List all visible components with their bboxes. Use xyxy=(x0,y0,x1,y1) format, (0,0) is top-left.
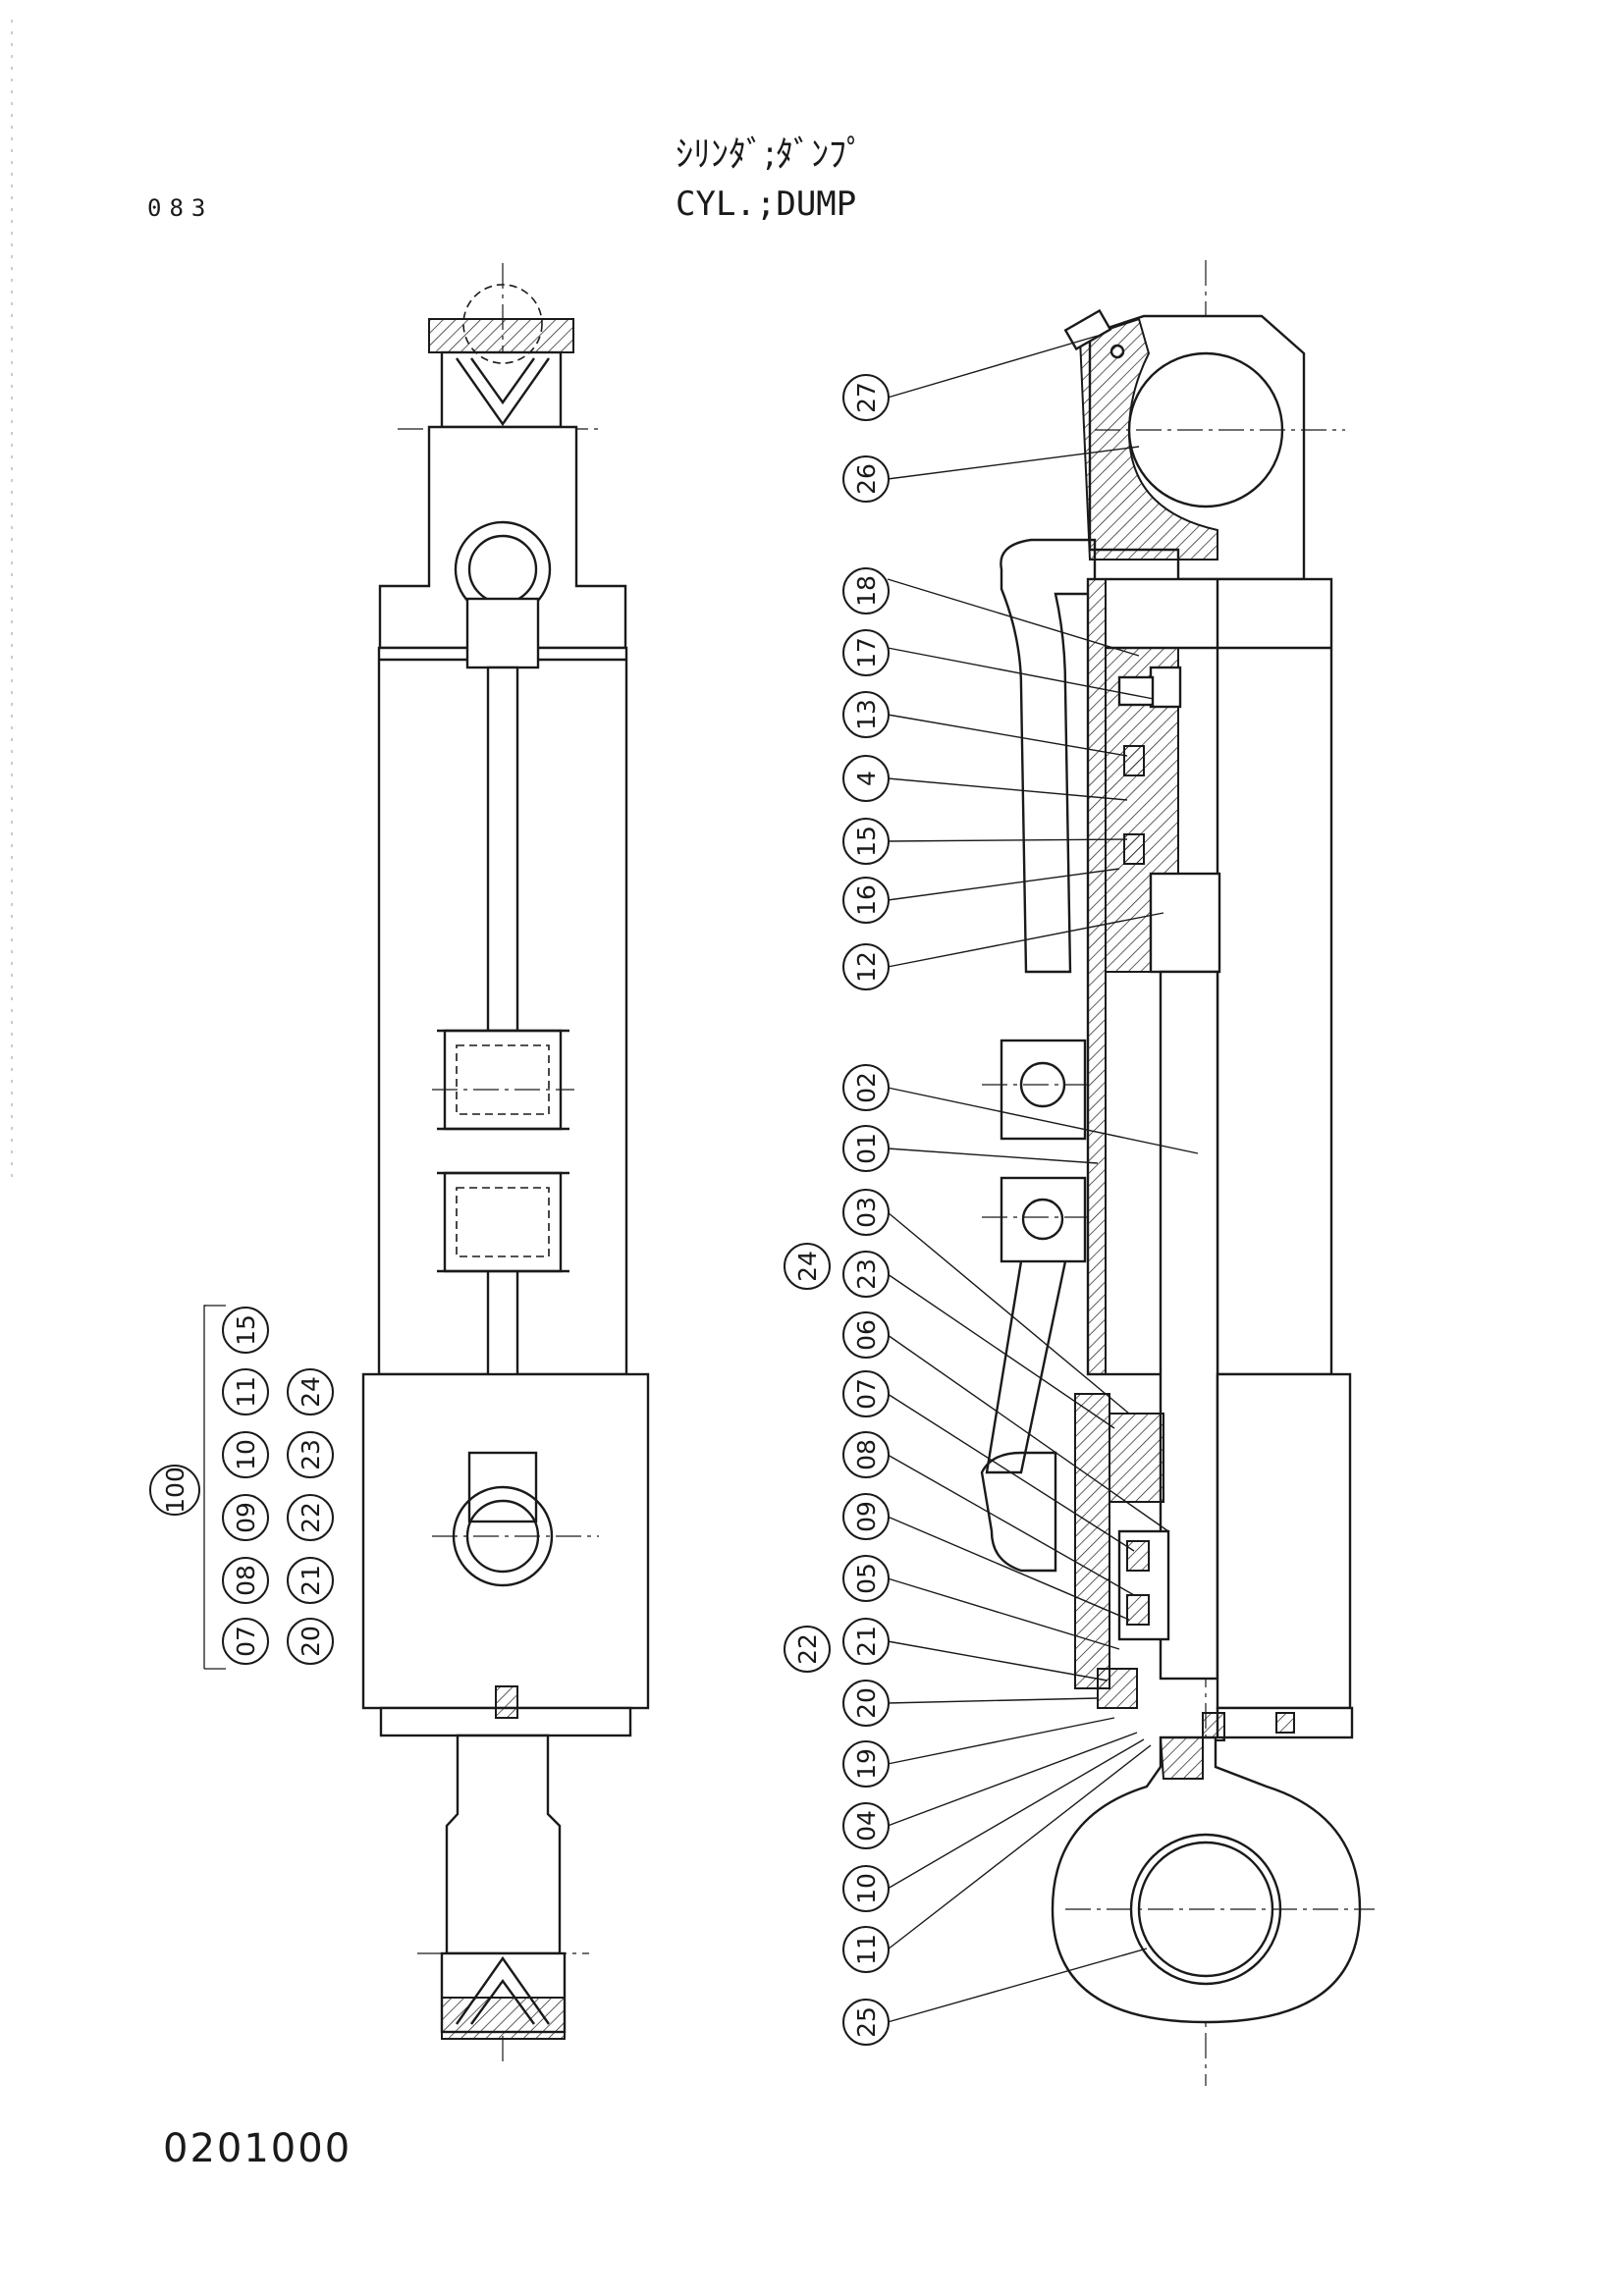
callout-bubble: 09 xyxy=(842,1493,890,1540)
callout-bubble: 02 xyxy=(842,1064,890,1111)
group-item-label: 09 xyxy=(232,1502,260,1533)
page-code: 083 xyxy=(147,194,214,222)
callout-label: 05 xyxy=(852,1563,881,1594)
right-section-view xyxy=(980,260,1375,2086)
callout-bubble: 11 xyxy=(842,1926,890,1973)
callout-label: 22 xyxy=(793,1633,822,1665)
callout-label: 19 xyxy=(852,1748,881,1780)
callout-label: 21 xyxy=(852,1626,881,1657)
callout-label: 20 xyxy=(852,1687,881,1719)
callout-label: 18 xyxy=(852,575,881,607)
callout-bubble: 12 xyxy=(842,943,890,990)
callout-bubble: 23 xyxy=(842,1251,890,1298)
group-item-label: 20 xyxy=(297,1626,325,1657)
group-number: 100 xyxy=(161,1467,189,1514)
group-item-bubble: 11 xyxy=(222,1368,269,1415)
callout-label: 01 xyxy=(852,1133,881,1164)
group-item-bubble: 22 xyxy=(287,1494,334,1541)
callout-label: 4 xyxy=(852,771,881,786)
callout-bubble: 24 xyxy=(784,1243,831,1290)
group-item-bubble: 20 xyxy=(287,1618,334,1665)
group-item-bubble: 10 xyxy=(222,1431,269,1478)
callout-bubble: 25 xyxy=(842,1999,890,2046)
callout-label: 12 xyxy=(852,951,881,983)
assembly-group-100: 100 07 08 09 10 11 15 20 21 22 23 24 xyxy=(149,1305,334,1670)
callout-label: 08 xyxy=(852,1439,881,1470)
group-item-label: 08 xyxy=(232,1565,260,1596)
callout-bubble: 26 xyxy=(842,455,890,503)
callout-bubble: 16 xyxy=(842,877,890,924)
group-item-label: 07 xyxy=(232,1626,260,1657)
group-item-label: 11 xyxy=(232,1376,260,1408)
callout-bubble: 13 xyxy=(842,691,890,738)
drawing-number: 0201000 xyxy=(163,2126,352,2171)
callout-bubble: 20 xyxy=(842,1680,890,1727)
callout-bubble: 10 xyxy=(842,1865,890,1912)
callout-bubble: 05 xyxy=(842,1555,890,1602)
callout-label: 23 xyxy=(852,1258,881,1290)
callout-bubble: 18 xyxy=(842,567,890,614)
callout-label: 02 xyxy=(852,1072,881,1103)
callout-bubble: 04 xyxy=(842,1802,890,1849)
group-number-bubble: 100 xyxy=(149,1465,200,1516)
callout-label: 11 xyxy=(852,1934,881,1965)
callout-bubble: 08 xyxy=(842,1431,890,1478)
callout-bubble: 22 xyxy=(784,1626,831,1673)
group-item-label: 24 xyxy=(297,1376,325,1408)
group-item-bubble: 15 xyxy=(222,1307,269,1354)
group-item-bubble: 08 xyxy=(222,1557,269,1604)
callout-label: 06 xyxy=(852,1319,881,1351)
callout-bubble: 17 xyxy=(842,629,890,676)
title-english: CYL.;DUMP xyxy=(676,185,857,224)
callout-label: 07 xyxy=(852,1378,881,1410)
callout-label: 25 xyxy=(852,2006,881,2038)
leader-lines xyxy=(887,335,1199,2023)
callout-bubble: 03 xyxy=(842,1189,890,1236)
callout-bubble: 27 xyxy=(842,374,890,421)
group-item-label: 15 xyxy=(232,1314,260,1346)
group-item-label: 21 xyxy=(297,1565,325,1596)
callout-bubble: 21 xyxy=(842,1618,890,1665)
group-item-bubble: 09 xyxy=(222,1494,269,1541)
left-external-view xyxy=(361,263,650,2061)
group-item-bubble: 24 xyxy=(287,1368,334,1415)
part-callouts: 27 26 18 17 13 4 15 16 12 02 01 03 23 24… xyxy=(784,374,890,2046)
callout-label: 26 xyxy=(852,463,881,495)
callout-label: 10 xyxy=(852,1873,881,1904)
group-item-bubble: 23 xyxy=(287,1431,334,1478)
callout-label: 17 xyxy=(852,637,881,668)
callout-label: 09 xyxy=(852,1501,881,1532)
callout-bubble: 15 xyxy=(842,818,890,865)
callout-label: 03 xyxy=(852,1197,881,1228)
callout-label: 16 xyxy=(852,884,881,916)
group-item-bubble: 07 xyxy=(222,1618,269,1665)
callout-label: 04 xyxy=(852,1810,881,1842)
callout-bubble: 07 xyxy=(842,1370,890,1417)
callout-label: 13 xyxy=(852,699,881,730)
callout-label: 27 xyxy=(852,382,881,413)
group-item-label: 23 xyxy=(297,1439,325,1470)
callout-bubble: 01 xyxy=(842,1125,890,1172)
callout-bubble: 19 xyxy=(842,1740,890,1788)
callout-label: 24 xyxy=(793,1251,822,1282)
callout-label: 15 xyxy=(852,826,881,857)
title-japanese: ｼﾘﾝﾀﾞ;ﾀﾞﾝﾌﾟ xyxy=(676,134,865,175)
callout-bubble: 4 xyxy=(842,755,890,802)
callout-bubble: 06 xyxy=(842,1311,890,1359)
group-item-label: 10 xyxy=(232,1439,260,1470)
group-item-bubble: 21 xyxy=(287,1557,334,1604)
group-item-label: 22 xyxy=(297,1502,325,1533)
